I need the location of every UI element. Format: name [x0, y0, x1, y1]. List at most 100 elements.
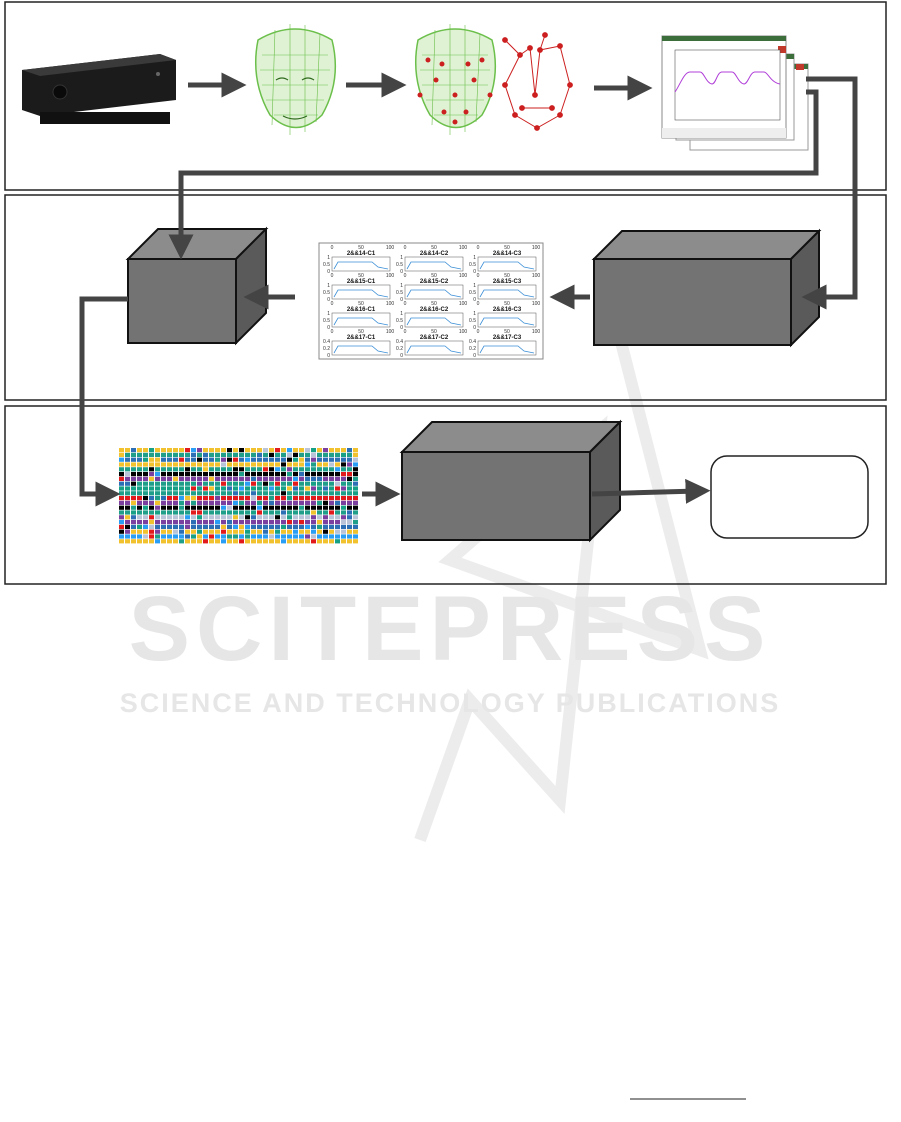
heatmap-cell — [299, 467, 304, 472]
feature-panel-top-tick: 0 — [331, 301, 334, 307]
heatmap-cell — [137, 491, 142, 496]
heatmap-cell — [299, 452, 304, 457]
heatmap-cell — [239, 467, 244, 472]
feature-panel-left-tick: 0 — [327, 269, 330, 275]
heatmap-cell — [281, 520, 286, 525]
heatmap-cell — [125, 539, 130, 544]
heatmap-cell — [119, 472, 124, 477]
heatmap-cell — [185, 481, 190, 486]
heatmap-cell — [239, 500, 244, 505]
feature-panel-label: 2&&17-C2 — [420, 335, 449, 341]
feature-panel-line — [333, 317, 389, 326]
heatmap-cell — [137, 529, 142, 534]
heatmap-cell — [269, 467, 274, 472]
arrow-signals-to-preprocessing — [168, 89, 819, 260]
heatmap-cell — [173, 462, 178, 467]
heatmap-cell — [245, 515, 250, 520]
heatmap-cell — [197, 520, 202, 525]
heatmap-cell — [269, 505, 274, 510]
heatmap-cell — [149, 500, 154, 505]
heatmap-cell — [275, 520, 280, 525]
feature-panel-left-tick: 1 — [327, 255, 330, 261]
preprocessing-cube — [125, 226, 269, 346]
heatmap-cell — [149, 534, 154, 539]
heatmap-cell — [143, 515, 148, 520]
heatmap-cell — [167, 510, 172, 515]
heatmap-cell — [311, 524, 316, 529]
heatmap-cell — [299, 481, 304, 486]
heatmap-cell — [131, 462, 136, 467]
heatmap-cell — [227, 539, 232, 544]
heatmap-cell — [317, 539, 322, 544]
heatmap-cell — [263, 476, 268, 481]
heatmap-cell — [335, 452, 340, 457]
heatmap-cell — [263, 505, 268, 510]
heatmap-cell — [233, 462, 238, 467]
heatmap-cell — [323, 448, 328, 453]
heatmap-cell — [149, 539, 154, 544]
heatmap-cell — [305, 534, 310, 539]
heatmap-cell — [155, 476, 160, 481]
heatmap-cell — [137, 515, 142, 520]
heatmap-cell — [305, 520, 310, 525]
heatmap-cell — [215, 486, 220, 491]
heatmap-cell — [275, 462, 280, 467]
heatmap-cell — [275, 486, 280, 491]
heatmap-cell — [221, 448, 226, 453]
heatmap-cell — [269, 529, 274, 534]
heatmap-cell — [341, 491, 346, 496]
heatmap-cell — [341, 481, 346, 486]
heatmap-cell — [251, 524, 256, 529]
heatmap-cell — [185, 452, 190, 457]
heatmap-cell — [317, 534, 322, 539]
heatmap-cell — [293, 452, 298, 457]
heatmap-cell — [281, 539, 286, 544]
heatmap-cell — [335, 515, 340, 520]
heatmap-cell — [263, 534, 268, 539]
feature-panel-line — [479, 345, 535, 354]
heatmap-cell — [263, 472, 268, 477]
heatmap-cell — [251, 491, 256, 496]
heatmap-cell — [173, 448, 178, 453]
heatmap-cell — [119, 524, 124, 529]
feature-panel-label: 2&&16-C2 — [420, 307, 449, 313]
heatmap-cell — [287, 496, 292, 501]
heatmap-cell — [197, 500, 202, 505]
heatmap-cell — [215, 448, 220, 453]
heatmap-cell — [257, 539, 262, 544]
heatmap-cell — [215, 481, 220, 486]
feature-panel-left-tick: 0 — [327, 297, 330, 303]
heatmap-cell — [317, 515, 322, 520]
heatmap-cell — [227, 534, 232, 539]
heatmap-cell — [155, 539, 160, 544]
heatmap-cell — [257, 462, 262, 467]
feature-panel-top-tick: 100 — [386, 245, 395, 251]
heatmap-cell — [263, 457, 268, 462]
heatmap-cell — [251, 529, 256, 534]
heatmap-cell — [137, 457, 142, 462]
heatmap-cell — [227, 496, 232, 501]
heatmap-cell — [323, 472, 328, 477]
heatmap-cell — [191, 491, 196, 496]
heatmap-cell — [269, 491, 274, 496]
heatmap-cell — [179, 457, 184, 462]
heatmap-cell — [305, 505, 310, 510]
heatmap-cell — [299, 505, 304, 510]
feature-panel-top-tick: 50 — [431, 329, 437, 335]
heatmap-cell — [239, 476, 244, 481]
heatmap-cell — [323, 505, 328, 510]
heatmap-cell — [329, 467, 334, 472]
heatmap-cell — [143, 491, 148, 496]
feature-panel-top-tick: 50 — [358, 329, 364, 335]
heatmap-cell — [203, 520, 208, 525]
heatmap-cell — [233, 452, 238, 457]
heatmap-cell — [215, 500, 220, 505]
feature-panel-top-tick: 0 — [404, 329, 407, 335]
heatmap-cell — [251, 481, 256, 486]
heatmap-cell — [299, 500, 304, 505]
